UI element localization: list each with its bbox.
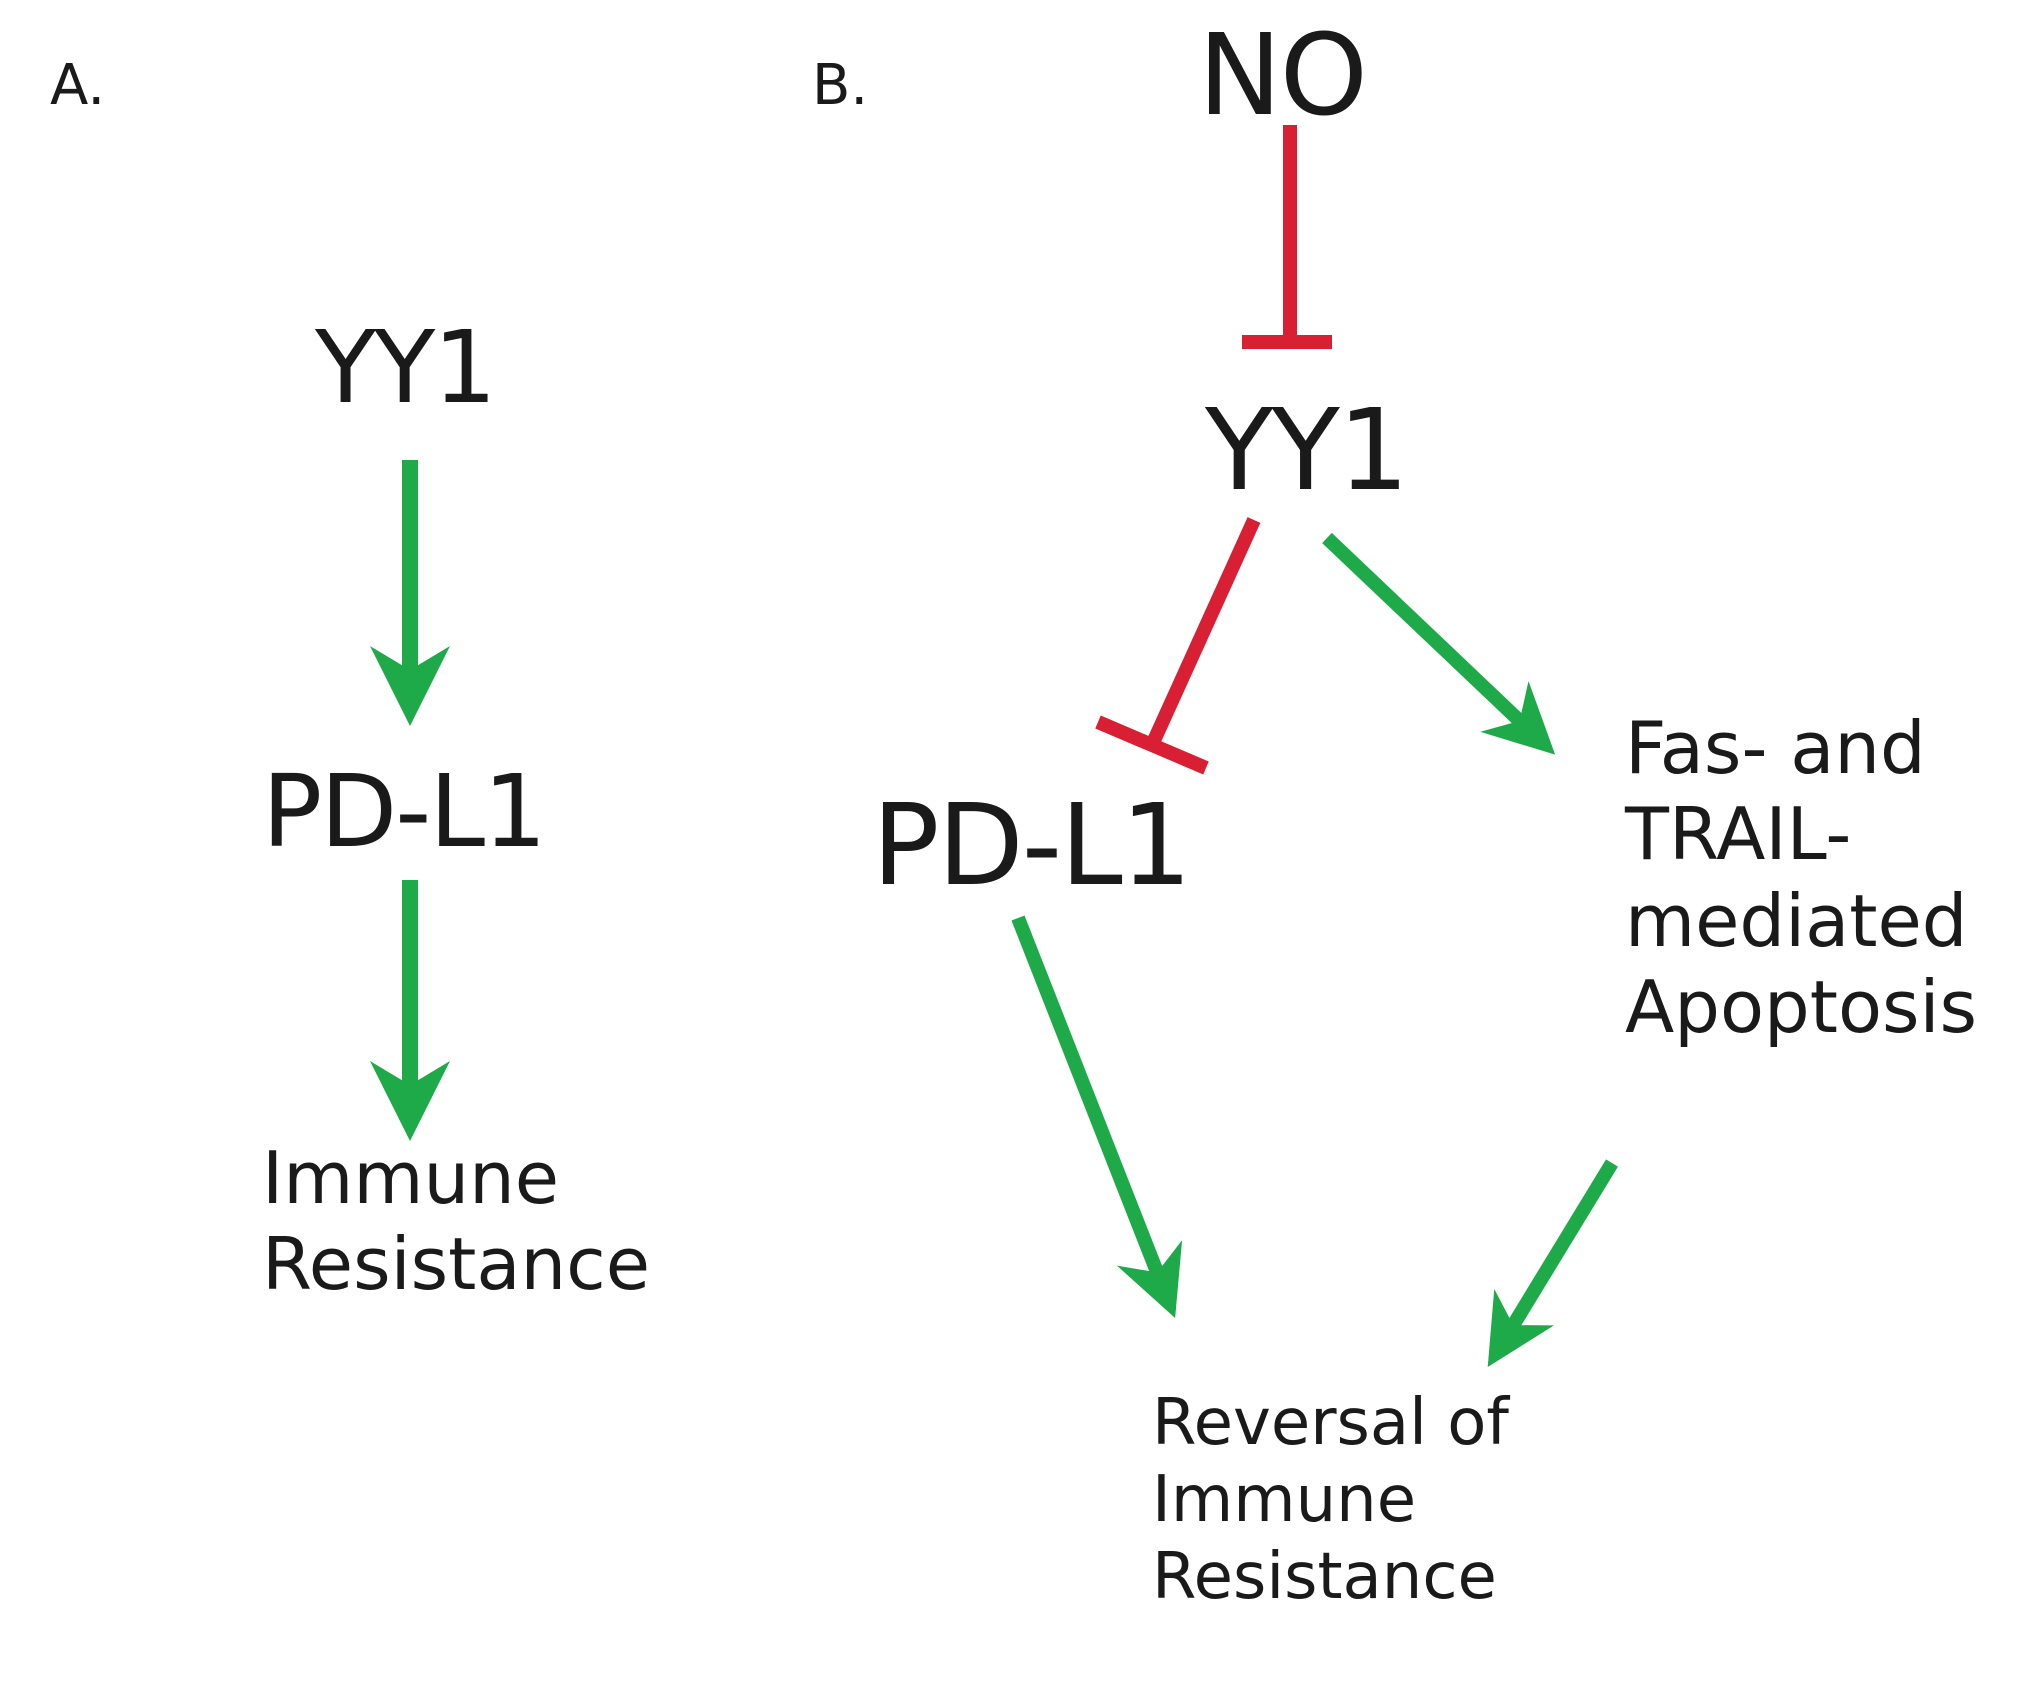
panel-a-immune-resistance-line-1: Immune xyxy=(262,1136,560,1220)
edge-b-yy1-inhibits-pdl1 xyxy=(1145,517,1261,748)
edge-b-yy1-inhibits-pdl1-bar xyxy=(1095,715,1209,775)
panel-b-apoptosis-line-3: mediated xyxy=(1625,878,1968,963)
panel-a-node-pdl1: PD-L1 xyxy=(262,753,547,870)
panel-a-immune-resistance-line-2: Resistance xyxy=(262,1222,650,1307)
panel-b-node-pdl1: PD-L1 xyxy=(872,781,1192,911)
panel-b-label: B. xyxy=(812,53,869,118)
panel-b-reversal-line-2: Immune xyxy=(1152,1462,1417,1537)
panel-b-apoptosis-line-2: TRAIL- xyxy=(1625,792,1852,877)
panel-a-node-immune-resistance: Immune Resistance xyxy=(262,1135,762,1308)
panel-b-apoptosis-line-4: Apoptosis xyxy=(1625,965,1978,1050)
panel-b-node-reversal: Reversal of Immune Resistance xyxy=(1152,1385,1602,1615)
edge-b-apoptosis-to-reversal xyxy=(1487,1159,1618,1367)
panel-b-apoptosis-line-1: Fas- and xyxy=(1625,706,1926,790)
panel-b-node-apoptosis: Fas- and TRAIL- mediated Apoptosis xyxy=(1625,705,2025,1051)
panel-a-label: A. xyxy=(50,53,106,118)
panel-b-reversal-line-1: Reversal of xyxy=(1152,1386,1509,1460)
panel-b-reversal-line-3: Resistance xyxy=(1152,1539,1497,1614)
panel-b-node-yy1: YY1 xyxy=(1205,386,1409,516)
panel-b-node-no: NO xyxy=(1198,11,1368,141)
edge-b-yy1-to-apoptosis xyxy=(1322,532,1556,755)
edge-b-pdl1-to-reversal xyxy=(1011,915,1183,1319)
panel-a-node-yy1: YY1 xyxy=(315,309,497,426)
